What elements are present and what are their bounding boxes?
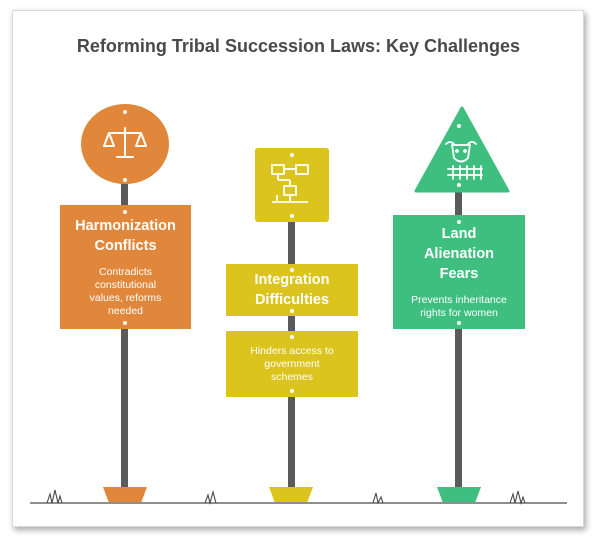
rivet (290, 335, 294, 339)
rivet (457, 220, 461, 224)
sign-integration-detail: Hinders access to government schemes (226, 331, 358, 397)
rivet (123, 178, 127, 182)
sign-heading: Land Alienation Fears (423, 226, 495, 282)
rivet (457, 183, 461, 187)
sign-heading: Integration Difficulties (254, 272, 330, 308)
warning-sign-triangle (414, 106, 510, 193)
rivet (290, 214, 294, 218)
pole-base (103, 487, 147, 502)
sign-integration: Integration Difficulties (226, 264, 358, 316)
rivet (123, 210, 127, 214)
diagram-title: Reforming Tribal Succession Laws: Key Ch… (76, 36, 521, 56)
rivet (290, 268, 294, 272)
sign-description: Contradicts constitutional values, refor… (89, 266, 162, 317)
rivet (123, 110, 127, 114)
rivet (290, 153, 294, 157)
sign-heading: Harmonization Conflicts (75, 218, 176, 254)
sign-harmonization: Harmonization Conflicts Contradicts cons… (60, 205, 191, 329)
rivet (123, 321, 127, 325)
rivet (457, 124, 461, 128)
sign-description: Prevents inheritance rights for women (411, 294, 507, 319)
rivet (290, 309, 294, 313)
pole-base (437, 487, 481, 502)
scales-icon (103, 127, 147, 158)
network-sign (255, 148, 329, 222)
pole-base (269, 487, 313, 502)
sign-description: Hinders access to government schemes (250, 344, 334, 383)
rivet (457, 321, 461, 325)
network-icon (271, 164, 309, 203)
cow-fence-icon (445, 141, 483, 180)
sign-land-alienation: Land Alienation Fears Prevents inheritan… (393, 215, 525, 329)
rivet (290, 389, 294, 393)
